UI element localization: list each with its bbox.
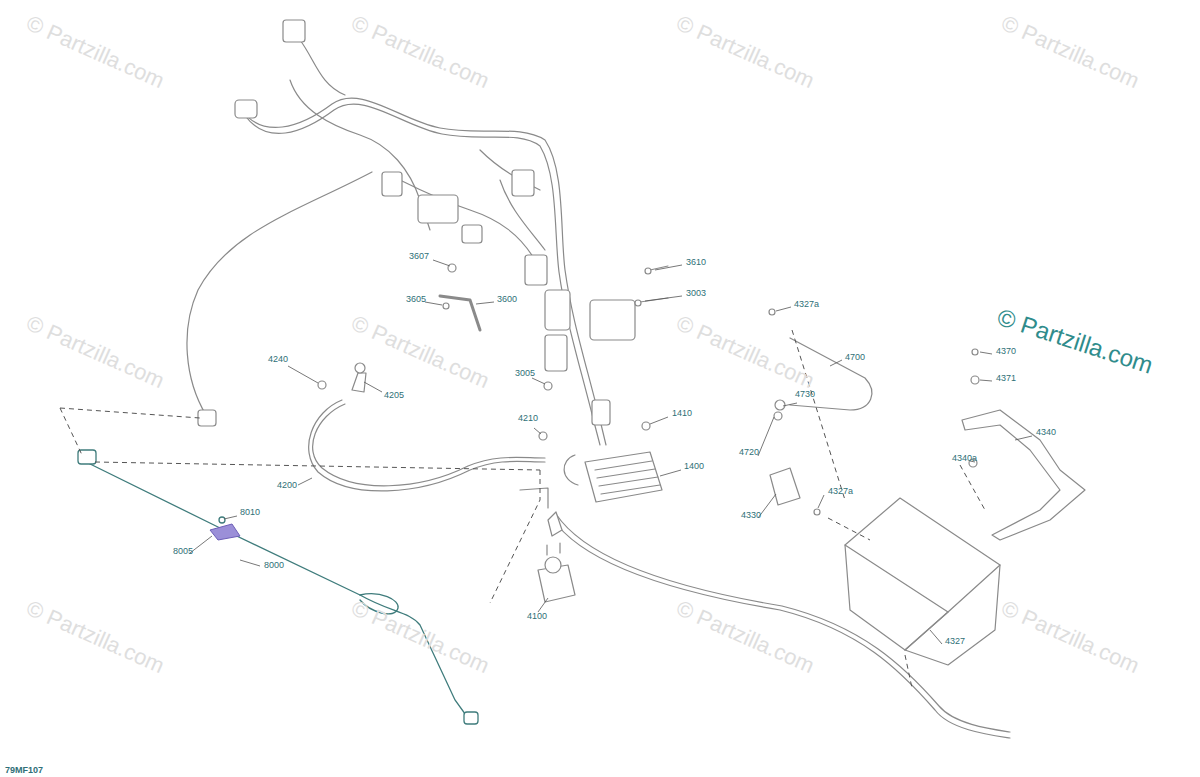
watermark: © Partzilla.com (995, 305, 1156, 378)
watermark: © Partzilla.com (348, 12, 492, 92)
watermark: © Partzilla.com (23, 597, 167, 677)
watermark: © Partzilla.com (23, 312, 167, 392)
callout-number: 4200 (277, 481, 297, 490)
callout-number: 1410 (672, 409, 692, 418)
callout-number: 4340 (1036, 428, 1056, 437)
callout-number: 4100 (527, 612, 547, 621)
watermark: © Partzilla.com (348, 312, 492, 392)
callout-number: 1400 (684, 462, 704, 471)
callout-number: 3607 (409, 252, 429, 261)
watermark: © Partzilla.com (348, 597, 492, 677)
watermark: © Partzilla.com (673, 312, 817, 392)
callout-number: 4327 (945, 637, 965, 646)
callout-number: 4327a (794, 300, 819, 309)
figure-code: 79MF107 (5, 766, 43, 775)
callout-number: 4240 (268, 355, 288, 364)
callout-number: 4370 (996, 347, 1016, 356)
watermark: © Partzilla.com (23, 12, 167, 92)
callout-number: 4330 (741, 511, 761, 520)
callout-number: 4205 (384, 391, 404, 400)
callout-number: 4700 (845, 353, 865, 362)
callout-number: 3003 (686, 289, 706, 298)
callout-number: 4720 (739, 448, 759, 457)
callout-number: 8010 (240, 508, 260, 517)
watermark: © Partzilla.com (673, 597, 817, 677)
watermark: © Partzilla.com (673, 12, 817, 92)
callout-number: 8000 (264, 561, 284, 570)
watermark: © Partzilla.com (998, 12, 1142, 92)
callout-number: 3610 (686, 258, 706, 267)
callout-number: 8005 (173, 547, 193, 556)
callout-number: 3600 (497, 295, 517, 304)
callout-number: 4340a (952, 454, 977, 463)
callout-number: 4210 (518, 414, 538, 423)
callout-number: 3005 (515, 369, 535, 378)
callout-number: 4371 (996, 374, 1016, 383)
callout-number: 3605 (406, 295, 426, 304)
callout-number: 4730 (795, 390, 815, 399)
callout-number: 4327a (828, 487, 853, 496)
watermark: © Partzilla.com (998, 597, 1142, 677)
